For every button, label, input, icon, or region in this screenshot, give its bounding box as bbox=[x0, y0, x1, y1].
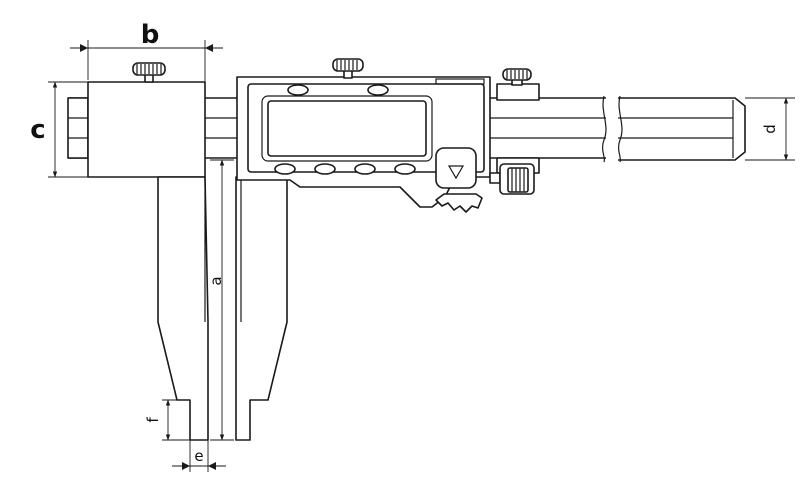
slider-screw-icon bbox=[332, 58, 364, 79]
slider-body bbox=[236, 58, 491, 213]
fine-adjust-screw-icon bbox=[502, 68, 532, 81]
dimension-f: f bbox=[144, 399, 190, 441]
label-f: f bbox=[144, 417, 162, 423]
label-e: e bbox=[194, 447, 203, 465]
fixed-jaw bbox=[157, 176, 209, 441]
fixed-head bbox=[87, 62, 206, 178]
triangle-icon bbox=[447, 165, 465, 180]
fine-adjust-clamp bbox=[496, 68, 540, 101]
display-button-5[interactable] bbox=[354, 163, 376, 175]
label-b: b bbox=[141, 20, 160, 50]
display-button-2[interactable] bbox=[367, 84, 389, 96]
lcd-display bbox=[267, 100, 427, 157]
dimension-b: b bbox=[70, 20, 223, 96]
display-button-6[interactable] bbox=[394, 163, 416, 175]
dimension-c: c bbox=[30, 81, 88, 178]
dimension-e: e bbox=[172, 440, 226, 472]
sliding-jaw bbox=[235, 176, 288, 441]
label-c: c bbox=[30, 115, 45, 145]
label-d: d bbox=[761, 124, 779, 134]
beam-break-lines bbox=[601, 95, 623, 163]
label-a: a bbox=[207, 276, 225, 285]
thumb-wheel[interactable] bbox=[435, 193, 483, 213]
display-button-4[interactable] bbox=[314, 163, 336, 175]
fine-adjust-wheel bbox=[489, 157, 540, 195]
display-button-1[interactable] bbox=[287, 84, 309, 96]
dimension-d: d bbox=[745, 97, 795, 161]
dimension-a: a bbox=[207, 159, 234, 441]
beam bbox=[67, 97, 746, 161]
fixed-head-screw-icon bbox=[132, 62, 166, 83]
display-button-3[interactable] bbox=[274, 163, 296, 175]
